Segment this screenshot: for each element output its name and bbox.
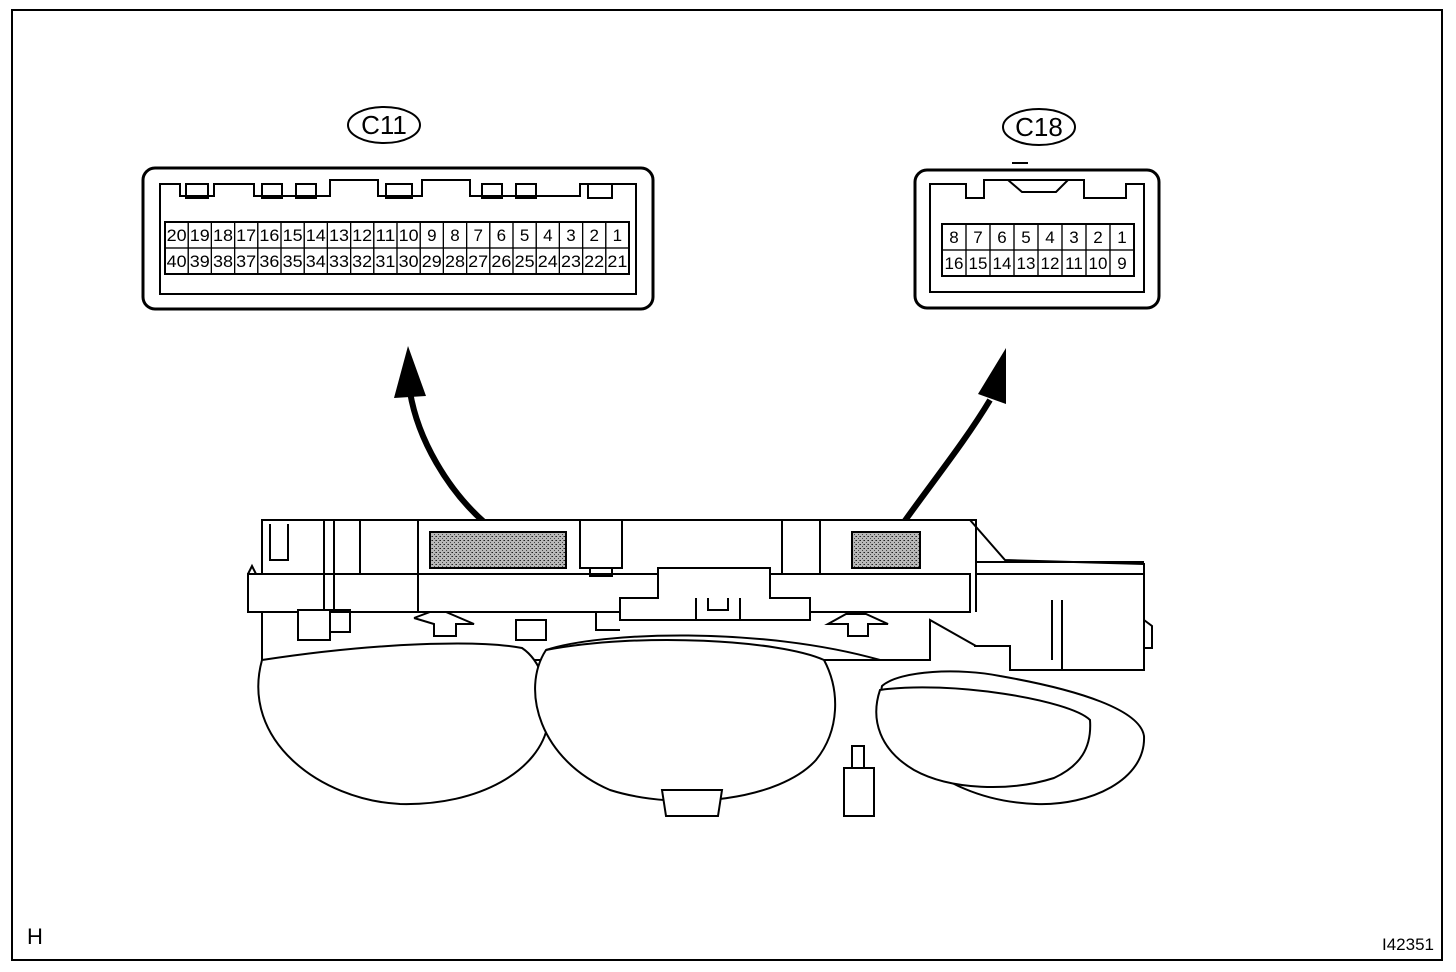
connector-c11-lock [481, 183, 503, 199]
pin-number: 2 [589, 226, 598, 245]
pin-number: 33 [329, 252, 349, 271]
figure-number: I42351 [1382, 935, 1434, 954]
pin-number: 35 [283, 252, 303, 271]
c11-socket-on-unit [429, 531, 567, 569]
connector-c18-tag-oval [1002, 108, 1076, 146]
pin-number: 23 [561, 252, 581, 271]
connector-c11-lock [515, 183, 537, 199]
pin-number: 4 [543, 226, 552, 245]
pin-cell [1109, 249, 1135, 277]
connector-c11-lock [295, 183, 317, 199]
pin-number: 10 [399, 226, 419, 245]
pin-number: 7 [973, 228, 982, 247]
pin-number: 15 [283, 226, 303, 245]
pin-number: 19 [190, 226, 210, 245]
pin-number: 16 [945, 254, 964, 273]
arrow-to-c11 [394, 346, 486, 525]
pin-number: 12 [352, 226, 372, 245]
pin-number: 5 [520, 226, 529, 245]
connector-c11-tag-oval [347, 106, 421, 144]
pin-number: 24 [538, 252, 558, 271]
pin-number: 11 [1065, 254, 1083, 273]
pin-number: 32 [352, 252, 372, 271]
arrow-to-c18 [901, 348, 1006, 524]
frame-border [11, 9, 1443, 961]
connector-c11-lock [185, 183, 209, 199]
pin-number: 6 [497, 226, 506, 245]
pin-number: 5 [1021, 228, 1030, 247]
pin-number: 3 [1069, 228, 1078, 247]
pin-number: 25 [515, 252, 535, 271]
pin-number: 7 [473, 226, 482, 245]
connector-c11-inner [159, 179, 637, 295]
pin-number: 21 [607, 252, 627, 271]
pin-number: 40 [167, 252, 187, 271]
connector-c18-latch [1007, 179, 1069, 193]
pin-number: 11 [375, 226, 395, 245]
pin-number: 37 [236, 252, 256, 271]
pin-number: 34 [306, 252, 326, 271]
connector-c11-lock [587, 183, 613, 199]
pin-number: 36 [259, 252, 279, 271]
pin-number: 20 [167, 226, 187, 245]
pin-number: 9 [427, 226, 436, 245]
pin-number: 8 [949, 228, 958, 247]
pin-number: 10 [1089, 254, 1108, 273]
pin-number: 13 [1017, 254, 1036, 273]
connector-c11-tag: C11 [361, 110, 407, 140]
pin-number: 12 [1041, 254, 1060, 273]
pin-number: 18 [213, 226, 233, 245]
pin-number: 14 [306, 226, 326, 245]
pin-number: 13 [329, 226, 349, 245]
pin-number: 38 [213, 252, 233, 271]
connector-c11-lock [261, 183, 283, 199]
pin-number: 9 [1117, 254, 1126, 273]
pin-number: 22 [584, 252, 604, 271]
pin-number: 1 [1117, 228, 1126, 247]
connector-c18-tag: C18 [1015, 112, 1063, 142]
control-unit [247, 519, 1153, 817]
pin-number: 17 [236, 226, 256, 245]
pin-number: 15 [969, 254, 988, 273]
connector-c18-inner [929, 179, 1145, 293]
pin-number: 4 [1045, 228, 1054, 247]
pin-number: 8 [450, 226, 459, 245]
pin-number: 14 [993, 254, 1012, 273]
pin-number: 31 [375, 252, 395, 271]
pin-number: 26 [491, 252, 511, 271]
connector-c11-lock [385, 183, 413, 199]
connector-c18-body [913, 168, 1161, 310]
pin-number: 28 [445, 252, 465, 271]
pin-number: 30 [399, 252, 419, 271]
pin-number: 29 [422, 252, 442, 271]
pin-number: 39 [190, 252, 210, 271]
pin-cell [605, 247, 630, 275]
pin-number: 27 [468, 252, 488, 271]
pin-number: 16 [259, 226, 279, 245]
pin-number: 2 [1093, 228, 1102, 247]
c18-socket-on-unit [851, 531, 921, 569]
corner-letter: H [27, 924, 43, 949]
pin-number: 6 [997, 228, 1006, 247]
pin-number: 3 [566, 226, 575, 245]
pin-number: 1 [613, 226, 622, 245]
